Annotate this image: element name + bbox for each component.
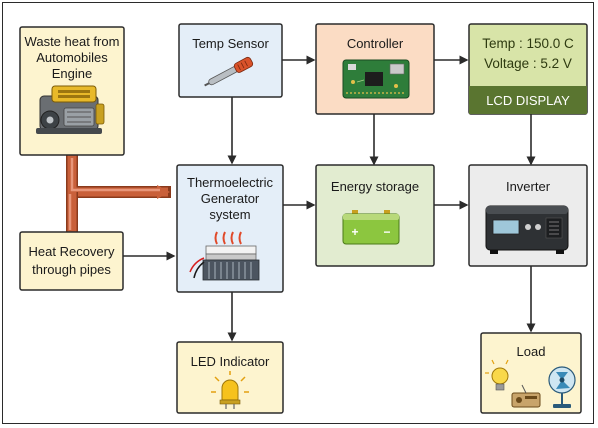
- teg-module-icon: [189, 231, 260, 281]
- block-inverter: Inverter: [468, 164, 588, 267]
- connectors: [123, 55, 536, 342]
- heat-recovery-box: [19, 231, 124, 291]
- block-load: Load: [480, 332, 582, 414]
- temp-sensor-label: Temp Sensor: [192, 36, 269, 51]
- waste-heat-label-3: Engine: [52, 66, 92, 81]
- lcd-caption-bar: [469, 86, 587, 114]
- thermometer-probe-icon: [204, 56, 254, 87]
- load-box: [480, 332, 582, 414]
- block-energy-storage: Energy storage + −: [315, 164, 435, 267]
- block-temp-sensor: Temp Sensor: [178, 23, 283, 98]
- battery-negative-mark: −: [383, 225, 390, 239]
- inverter-device-icon: [485, 205, 569, 254]
- led-box: [176, 341, 284, 414]
- lcd-temp-readout: Temp : 150.0 C: [482, 36, 574, 51]
- led-label: LED Indicator: [191, 354, 270, 369]
- energy-storage-label: Energy storage: [331, 179, 419, 194]
- block-led: LED Indicator: [176, 341, 284, 414]
- controller-label: Controller: [347, 36, 404, 51]
- load-appliances-icon: [485, 359, 576, 408]
- heat-recovery-label-1: Heat Recovery: [29, 244, 115, 259]
- waste-heat-label-1: Waste heat from: [25, 34, 120, 49]
- lcd-voltage-readout: Voltage : 5.2 V: [484, 56, 572, 71]
- block-controller: Controller: [315, 23, 435, 115]
- diagram-frame: [2, 2, 594, 424]
- temp-sensor-box: [178, 23, 283, 98]
- heat-recovery-label-2: through pipes: [32, 262, 111, 277]
- teg-label-3: system: [209, 207, 250, 222]
- teg-label-1: Thermoelectric: [187, 175, 273, 190]
- load-label: Load: [517, 344, 546, 359]
- inverter-label: Inverter: [506, 179, 551, 194]
- teg-label-2: Generator: [201, 191, 260, 206]
- battery-icon: + −: [342, 210, 400, 245]
- engine-icon: [36, 85, 105, 134]
- waste-heat-label-2: Automobiles: [36, 50, 108, 65]
- heat-pipe: [66, 155, 171, 232]
- lcd-caption: LCD DISPLAY: [486, 93, 570, 108]
- block-teg: Thermoelectric Generator system: [176, 164, 284, 293]
- block-heat-recovery: Heat Recovery through pipes: [19, 231, 124, 291]
- battery-positive-mark: +: [351, 225, 358, 239]
- block-waste-heat: Waste heat from Automobiles Engine: [19, 26, 125, 156]
- led-bulb-icon: [211, 371, 249, 409]
- circuit-board-icon: [342, 59, 410, 99]
- block-lcd: Temp : 150.0 C Voltage : 5.2 V LCD DISPL…: [468, 23, 588, 115]
